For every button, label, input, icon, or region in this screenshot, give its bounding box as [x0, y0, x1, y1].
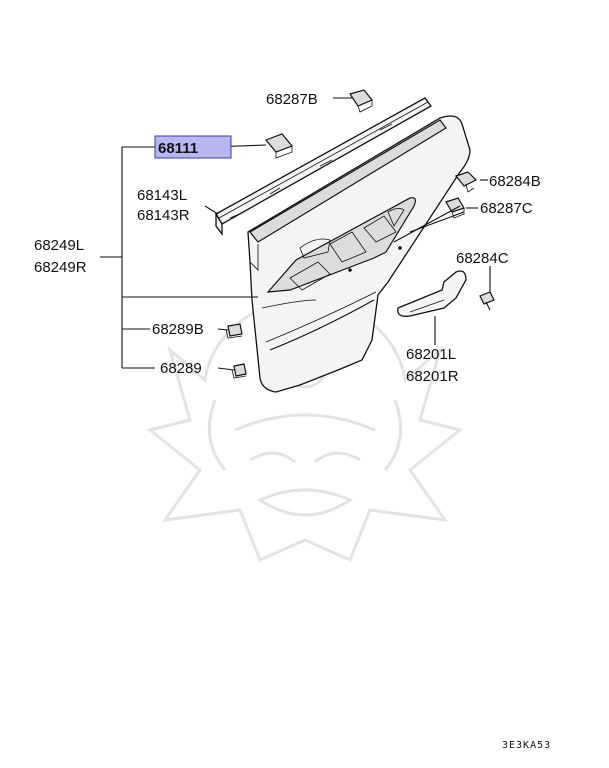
part-label-68287b[interactable]: 68287B: [266, 91, 318, 108]
screw-68284b-part: [454, 171, 478, 193]
part-label-68201l[interactable]: 68201L: [406, 346, 456, 363]
part-label-68289[interactable]: 68289: [160, 360, 202, 377]
clip-68287c-part: [445, 197, 465, 219]
clip-68289b-part: [225, 323, 243, 339]
clip-68289-part: [231, 363, 247, 379]
diagram-code: 3E3KA53: [502, 740, 551, 751]
part-label-68201r[interactable]: 68201R: [406, 368, 459, 385]
part-label-68284c[interactable]: 68284C: [456, 250, 509, 267]
part-label-68289b[interactable]: 68289B: [152, 321, 204, 338]
part-label-68111[interactable]: 68111: [158, 140, 198, 157]
door-trim-panel: [247, 115, 471, 393]
part-label-68143r[interactable]: 68143R: [137, 207, 190, 224]
part-label-68284b[interactable]: 68284B: [489, 173, 541, 190]
part-label-68287c[interactable]: 68287C: [480, 200, 533, 217]
door-weatherstrip-part: [215, 97, 432, 236]
part-label-68249r[interactable]: 68249R: [34, 259, 87, 276]
pull-handle-part: [397, 270, 467, 317]
highlight-box-68111: [154, 135, 232, 159]
clip-68287b-part: [349, 89, 373, 113]
part-label-68249l[interactable]: 68249L: [34, 237, 84, 254]
clip-68111-part: [264, 133, 294, 159]
screw-68284c-part: [479, 291, 495, 311]
part-label-68143l[interactable]: 68143L: [137, 187, 187, 204]
